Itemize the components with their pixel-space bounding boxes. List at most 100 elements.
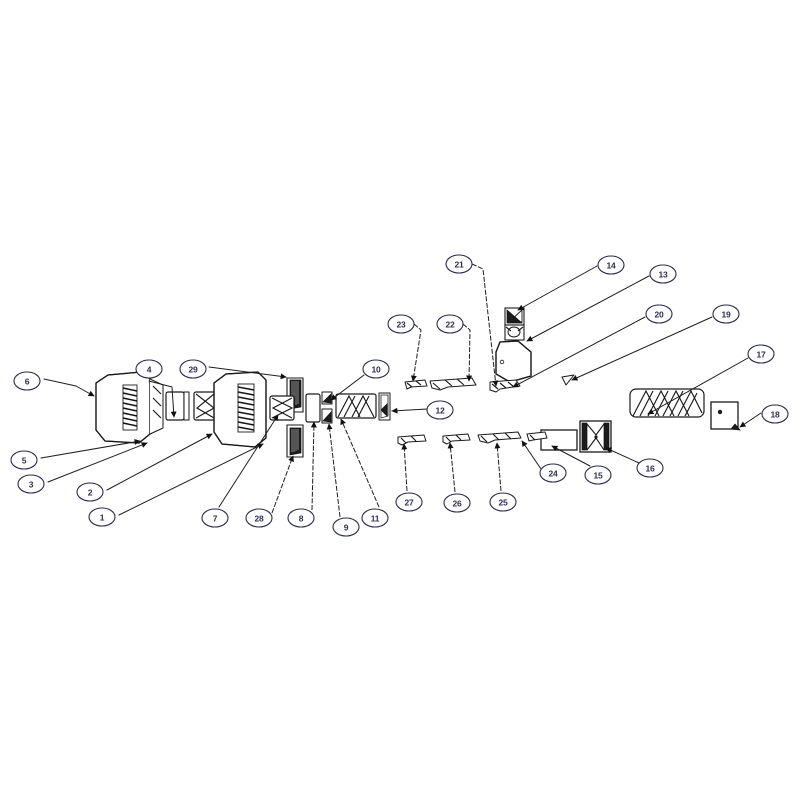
part-flat-shim-row-d: [526, 431, 548, 442]
callout-bubble-21[interactable]: 21: [445, 254, 473, 274]
callout-label-5: 5: [22, 456, 27, 466]
callout-label-12: 12: [435, 406, 445, 416]
callout-label-4: 4: [147, 365, 152, 375]
leader-10: [330, 374, 365, 401]
callout-outline-22: [436, 314, 464, 334]
callout-bubble-5[interactable]: 5: [10, 450, 38, 470]
part-small-hatched-block-b: [193, 391, 217, 421]
leader-5: [40, 438, 141, 459]
callout-label-7: 7: [213, 514, 218, 524]
callout-bubble-10[interactable]: 10: [362, 359, 390, 379]
part-tiny-clip-upper: [321, 391, 333, 405]
callout-bubble-19[interactable]: 19: [712, 304, 740, 324]
part-small-wedge-right: [561, 374, 575, 386]
part-square-braced-frame: [579, 420, 612, 453]
callout-bubble-18[interactable]: 18: [761, 404, 789, 424]
callout-outline-4: [135, 359, 163, 379]
part-lower-dark-bracket: [286, 424, 304, 458]
callout-bubble-20[interactable]: 20: [645, 304, 673, 324]
part-hexagonal-hatched-body: [495, 340, 532, 383]
callout-label-29: 29: [188, 365, 198, 375]
callout-label-8: 8: [299, 514, 304, 524]
callout-bubble-9[interactable]: 9: [332, 517, 360, 537]
callout-bubble-27[interactable]: 27: [395, 492, 423, 512]
callout-label-25: 25: [498, 498, 508, 508]
part-plain-rectangle-block: [540, 429, 578, 451]
callout-outline-2: [76, 482, 104, 502]
part-square-plate-with-hole: [710, 401, 741, 431]
leader-lines-layer: [40, 263, 762, 518]
callout-bubble-3[interactable]: 3: [17, 474, 45, 494]
callout-label-13: 13: [658, 270, 668, 280]
callout-label-23: 23: [396, 320, 406, 330]
callout-outline-14: [597, 255, 625, 275]
leader-20: [512, 316, 646, 388]
callout-label-9: 9: [344, 523, 349, 533]
callout-bubble-29[interactable]: 29: [179, 359, 207, 379]
callout-outline-5: [10, 450, 38, 470]
callout-label-2: 2: [88, 488, 93, 498]
callout-label-18: 18: [770, 410, 780, 420]
callout-outline-1: [88, 507, 116, 527]
callout-label-14: 14: [606, 261, 616, 271]
callout-bubble-14[interactable]: 14: [597, 255, 625, 275]
callout-label-15: 15: [593, 471, 603, 481]
callout-label-11: 11: [371, 514, 380, 524]
callout-bubble-22[interactable]: 22: [436, 314, 464, 334]
callout-outline-24: [539, 463, 567, 483]
callout-outline-11: [361, 508, 389, 528]
part-chevron-hatched-bar: [335, 393, 377, 419]
callout-outline-15: [584, 465, 612, 485]
callout-label-28: 28: [254, 514, 264, 524]
leader-7: [218, 414, 279, 508]
leader-1: [118, 443, 264, 516]
callout-outline-7: [201, 508, 229, 528]
callout-label-16: 16: [645, 464, 655, 474]
callout-label-27: 27: [404, 498, 414, 508]
part-flat-shim-row-c: [477, 431, 522, 444]
leader-23: [410, 323, 422, 382]
callout-label-21: 21: [454, 260, 464, 270]
callout-bubble-17[interactable]: 17: [747, 344, 775, 364]
callout-bubble-24[interactable]: 24: [539, 463, 567, 483]
callout-bubble-28[interactable]: 28: [245, 508, 273, 528]
callout-bubble-7[interactable]: 7: [201, 508, 229, 528]
callout-bubble-26[interactable]: 26: [443, 493, 471, 513]
callout-bubble-11[interactable]: 11: [361, 508, 389, 528]
leader-3: [47, 442, 148, 483]
callout-label-6: 6: [25, 377, 30, 387]
leader-6: [43, 378, 95, 397]
callout-bubble-16[interactable]: 16: [636, 458, 664, 478]
callout-bubble-8[interactable]: 8: [287, 508, 315, 528]
callout-bubble-6[interactable]: 6: [13, 371, 41, 391]
callout-outline-10: [362, 359, 390, 379]
leader-4: [148, 380, 177, 418]
callout-outline-25: [489, 492, 517, 512]
leader-15: [551, 445, 591, 467]
callout-label-1: 1: [100, 513, 105, 523]
leader-2: [106, 433, 213, 491]
callout-label-22: 22: [445, 320, 455, 330]
leader-28: [271, 455, 294, 514]
leader-27: [401, 443, 408, 492]
leader-11: [340, 418, 380, 508]
callout-bubble-13[interactable]: 13: [649, 264, 677, 284]
callout-bubble-15[interactable]: 15: [584, 465, 612, 485]
callout-label-17: 17: [756, 350, 766, 360]
callout-bubble-2[interactable]: 2: [76, 482, 104, 502]
leader-25: [494, 442, 502, 492]
leader-18: [739, 412, 762, 428]
callout-bubble-1[interactable]: 1: [88, 507, 116, 527]
part-large-hatched-body-left: [95, 371, 164, 444]
callout-label-20: 20: [654, 310, 664, 320]
callout-bubble-12[interactable]: 12: [426, 400, 454, 420]
callout-bubble-4[interactable]: 4: [135, 359, 163, 379]
callout-outline-3: [17, 474, 45, 494]
callout-bubble-23[interactable]: 23: [387, 314, 415, 334]
part-bowtie-block: [269, 395, 295, 421]
callout-label-19: 19: [721, 310, 731, 320]
callout-bubble-25[interactable]: 25: [489, 492, 517, 512]
